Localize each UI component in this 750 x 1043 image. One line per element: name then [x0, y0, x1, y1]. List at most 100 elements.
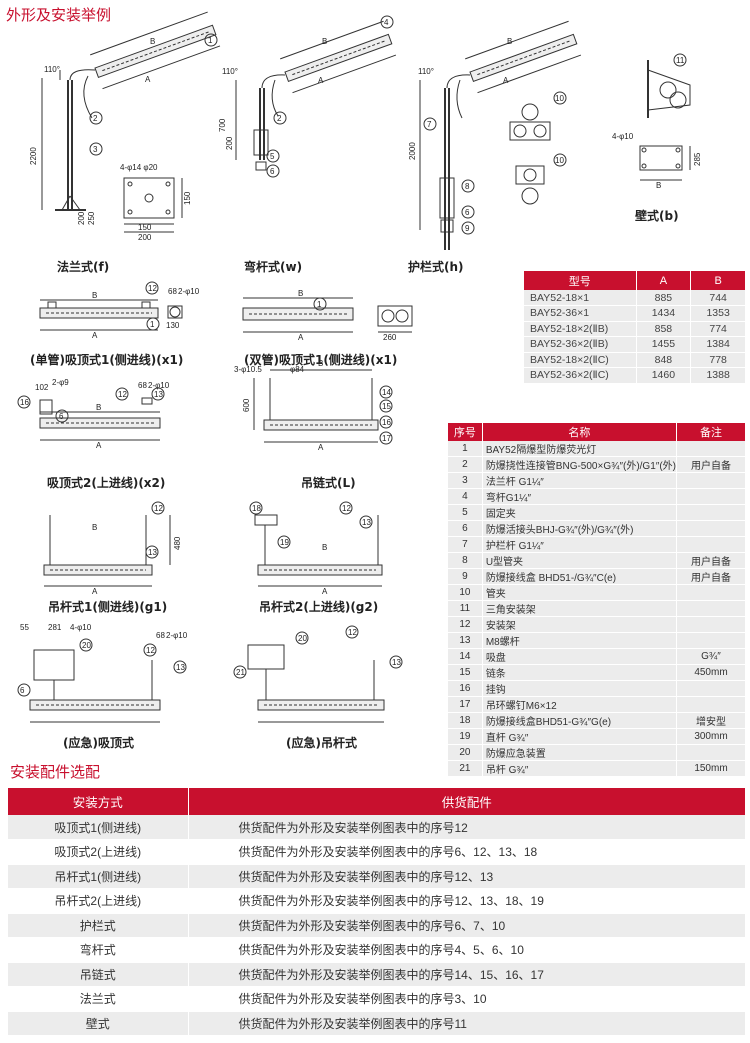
table-row: 吸顶式1(侧进线)供货配件为外形及安装举例图表中的序号12 [8, 815, 746, 840]
part-name: 挂钩 [482, 680, 677, 697]
part-number: 12 [448, 616, 483, 633]
svg-text:1: 1 [208, 36, 213, 45]
part-number: 1 [448, 441, 483, 457]
part-note [676, 584, 747, 601]
part-number: 4 [448, 488, 483, 505]
svg-text:A: A [503, 76, 509, 85]
label-pole1: 吊杆式1(侧进线)(g1) [48, 600, 168, 614]
svg-text:15: 15 [382, 402, 391, 411]
part-name: 安装架 [482, 616, 677, 633]
svg-text:12: 12 [118, 390, 127, 399]
svg-text:130: 130 [166, 321, 180, 330]
flange-dim-2200: 2200 [29, 147, 38, 165]
svg-text:2-φ10: 2-φ10 [178, 287, 200, 296]
acc-header-method: 安装方式 [8, 788, 189, 815]
part-number: 19 [448, 728, 483, 745]
table-row: 法兰式供货配件为外形及安装举例图表中的序号3、10 [8, 986, 746, 1012]
part-note [676, 472, 747, 489]
part-name: U型管夹 [482, 552, 677, 569]
part-number: 21 [448, 760, 483, 777]
part-note: 用户自备 [676, 568, 747, 585]
svg-text:A: A [298, 333, 304, 342]
svg-text:13: 13 [154, 390, 163, 399]
svg-text:A: A [96, 441, 102, 450]
install-method: 吊杆式1(侧进线) [8, 864, 189, 889]
part-note: 150mm [676, 760, 747, 777]
svg-text:68: 68 [138, 381, 147, 390]
part-name: 防爆接线盒BHD51-G¾″G(e) [482, 712, 677, 729]
label-ceiling2: 吸顶式2(上进线)(x2) [47, 476, 166, 490]
flange-dim-B: B [150, 37, 155, 46]
supplied-parts: 供货配件为外形及安装举例图表中的序号4、5、6、10 [188, 937, 746, 963]
part-number: 7 [448, 536, 483, 553]
label-ceiling-double: (双管)吸顶式1(侧进线)(x1) [244, 353, 398, 367]
svg-text:20: 20 [82, 641, 91, 650]
install-method: 吊链式 [8, 962, 189, 987]
installation-drawings: B A 110° 123 2200 250 200 4-φ14 φ20 1502… [17, 11, 702, 723]
install-method: 护栏式 [8, 913, 189, 938]
part-number: 17 [448, 696, 483, 713]
part-note: 增安型 [676, 712, 747, 729]
svg-text:110°: 110° [222, 67, 238, 76]
part-name: 弯杆G1¼″ [482, 488, 677, 505]
svg-text:3: 3 [93, 145, 98, 154]
part-name: BAY52隔爆型防爆荧光灯 [482, 441, 677, 457]
svg-text:12: 12 [342, 504, 351, 513]
part-note [676, 744, 747, 761]
svg-text:250: 250 [87, 211, 96, 225]
part-note [676, 680, 747, 697]
parts-header-no: 序号 [448, 423, 483, 441]
ceiling-single-drawing [39, 281, 183, 331]
svg-text:12: 12 [154, 504, 163, 513]
part-number: 18 [448, 712, 483, 729]
part-number: 16 [448, 680, 483, 697]
table-row: 吸顶式2(上进线)供货配件为外形及安装举例图表中的序号6、12、13、18 [8, 839, 746, 865]
part-name: 吊杆 G¾″ [482, 760, 677, 777]
svg-text:200: 200 [77, 211, 86, 225]
label-pole2: 吊杆式2(上进线)(g2) [259, 600, 379, 614]
svg-text:12: 12 [148, 284, 157, 293]
supplied-parts: 供货配件为外形及安装举例图表中的序号3、10 [188, 986, 746, 1012]
bent-pole-drawing [235, 15, 397, 178]
supplied-parts: 供货配件为外形及安装举例图表中的序号12、13 [188, 864, 746, 889]
part-number: 11 [448, 600, 483, 617]
part-note: 450mm [676, 664, 747, 681]
svg-text:200: 200 [138, 233, 152, 242]
part-name: 法兰杆 G1¼″ [482, 472, 677, 489]
label-guardrail: 护栏式(h) [408, 260, 464, 274]
svg-text:12: 12 [348, 628, 357, 637]
install-method: 吸顶式1(侧进线) [8, 815, 189, 840]
part-number: 2 [448, 456, 483, 473]
flange-holes: 4-φ14 φ20 [120, 163, 158, 172]
part-name: 护栏杆 G1¼″ [482, 536, 677, 553]
svg-text:A: A [92, 587, 98, 596]
part-name: 防爆活接头BHJ-G¾″(外)/G¾″(外) [482, 520, 677, 537]
svg-text:13: 13 [362, 518, 371, 527]
svg-text:285: 285 [693, 152, 702, 166]
svg-text:1: 1 [317, 300, 322, 309]
part-number: 6 [448, 520, 483, 537]
part-name: 三角安装架 [482, 600, 677, 617]
part-note [676, 696, 747, 713]
svg-text:2-φ10: 2-φ10 [166, 631, 188, 640]
svg-text:16: 16 [382, 418, 391, 427]
supplied-parts: 供货配件为外形及安装举例图表中的序号12 [188, 815, 746, 840]
svg-text:6: 6 [20, 686, 25, 695]
model-header-type: 型号 [524, 271, 637, 290]
part-number: 8 [448, 552, 483, 569]
chain-drawing [253, 369, 393, 445]
svg-text:18: 18 [252, 504, 261, 513]
part-note [676, 504, 747, 521]
svg-text:55: 55 [20, 623, 29, 632]
label-bent-pole: 弯杆式(w) [244, 260, 303, 274]
supplied-parts: 供货配件为外形及安装举例图表中的序号11 [188, 1011, 746, 1036]
svg-text:110°: 110° [418, 67, 434, 76]
flange-dim-A: A [145, 75, 151, 84]
